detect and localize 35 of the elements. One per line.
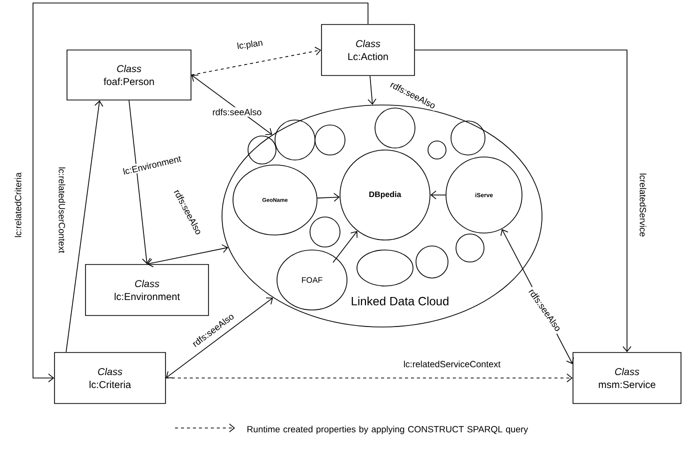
arrow [128,100,151,264]
circle [416,246,448,278]
arrow [368,76,376,105]
arrow [166,374,573,382]
class-box: Class lc:Environment [85,264,209,316]
circle [356,250,414,286]
circle [374,108,416,148]
arrow [430,190,446,200]
class-box: Class lc:Criteria [54,352,166,404]
arrow [32,2,368,382]
edge-label: lc:relatedUserContext [57,165,67,255]
circle [248,136,276,164]
arrow [332,230,358,263]
circle [428,140,446,160]
arrow [191,74,272,136]
class-box: Class msm:Service [572,352,682,404]
circle [314,124,346,156]
edge-label: lc:plan [234,37,266,53]
class-box: Class Lc:Action [321,24,415,76]
arrow [147,244,228,268]
edge-label: lc:relatedServiceContext [402,359,502,369]
arrow [316,192,340,202]
arrow [414,50,632,352]
edge-label: lcrelatedService [638,172,648,238]
circle [274,120,316,160]
class-box: Class foaf:Person [66,50,192,100]
arrow [66,100,104,352]
edge-label: lc:relatedCriteria [13,170,23,240]
circle [310,216,340,248]
edge-label: rdfs:seeAlso [210,107,264,117]
circle [456,234,484,262]
circle [450,120,486,156]
arrow [166,298,273,378]
arrow [191,46,322,76]
legend-text: Runtime created properties by applying CONSTRUCT SPARQL query [247,426,528,434]
